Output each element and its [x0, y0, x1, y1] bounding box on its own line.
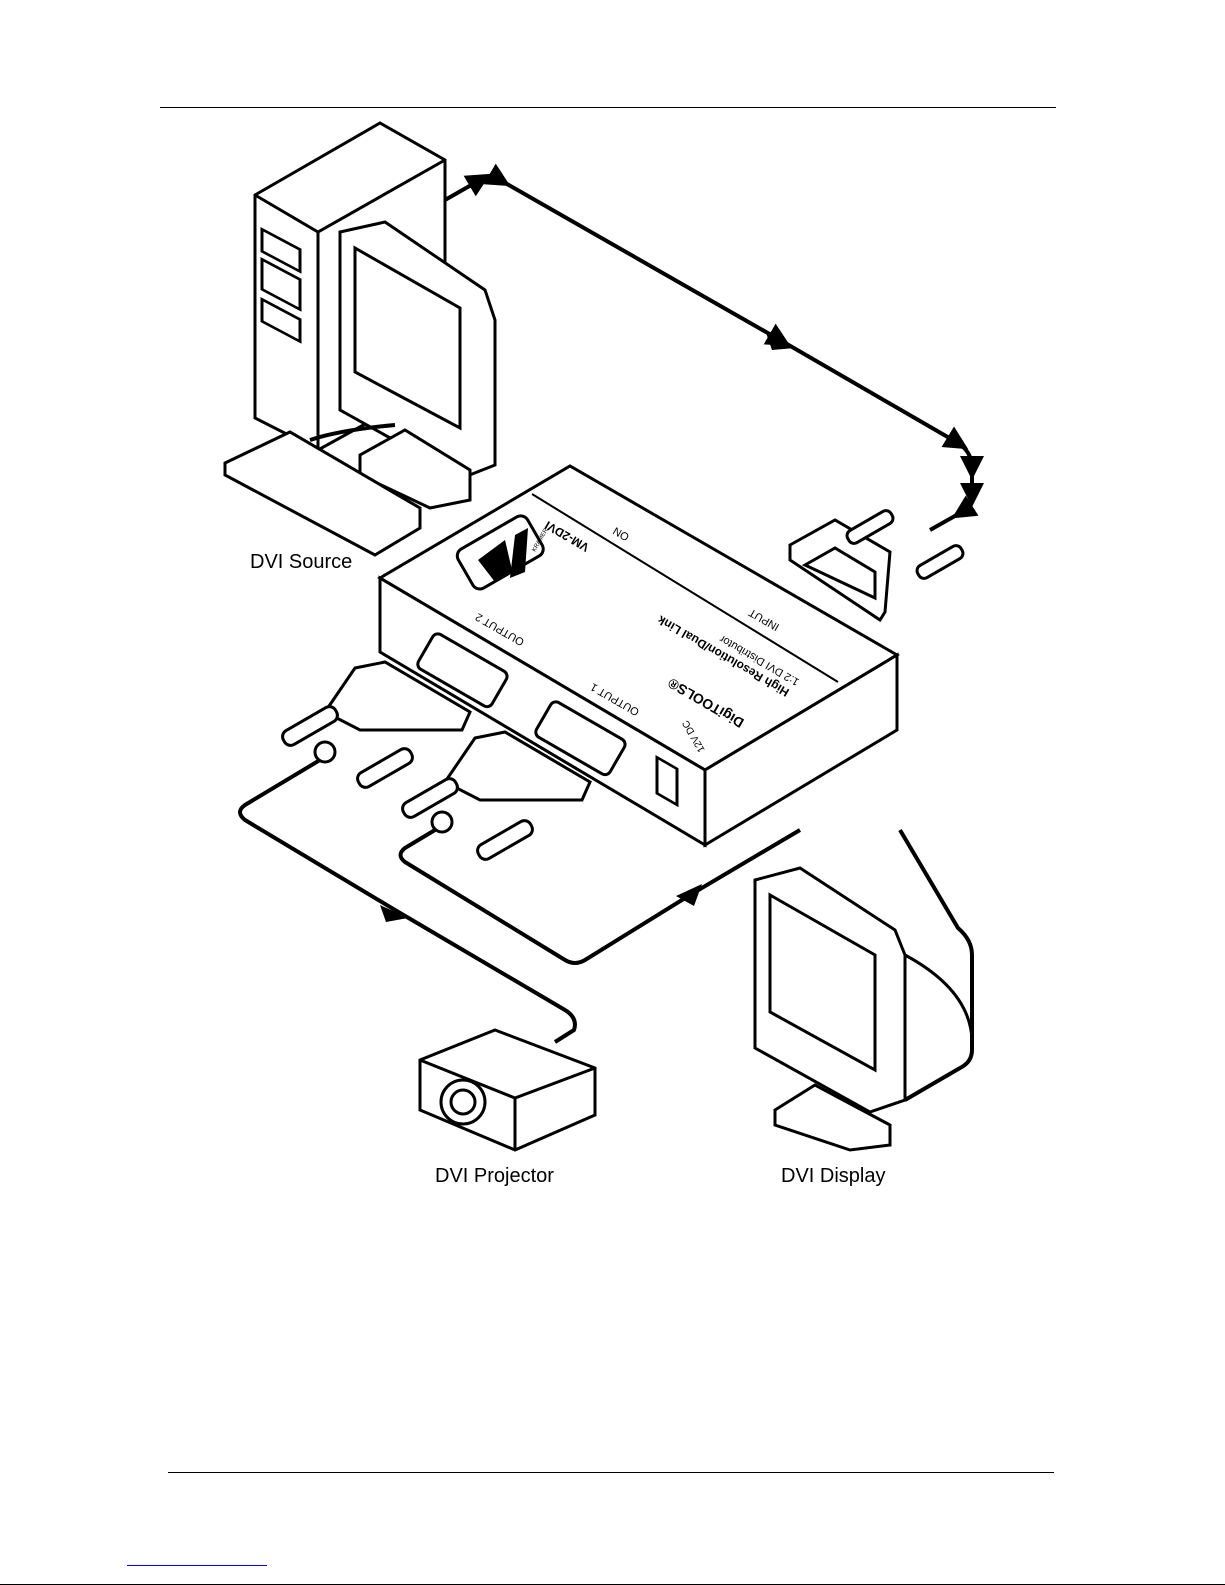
- output2-cable: [238, 758, 577, 1044]
- output2-connector-icon: [281, 660, 472, 789]
- direction-arrows: [380, 330, 795, 922]
- caption-dvi-projector: DVI Projector: [435, 1165, 554, 1187]
- output1-connector-icon: [401, 730, 592, 861]
- input-connector-icon: [788, 509, 965, 623]
- arrow-icon: [765, 330, 795, 350]
- projector-icon: [418, 1028, 597, 1152]
- footer-link-underline[interactable]: [127, 1565, 267, 1566]
- source-monitor-icon: [223, 220, 497, 557]
- dvi-port-output2: [416, 632, 509, 709]
- arrow-icon: [380, 905, 408, 922]
- caption-dvi-display: DVI Display: [781, 1165, 885, 1187]
- output1-cable: [398, 828, 802, 965]
- cables: [238, 163, 985, 1102]
- caption-dvi-source: DVI Source: [250, 551, 352, 573]
- arrow-icon: [676, 884, 702, 906]
- vm-2dvi-device: VM-2DVI KRAMER ON INPUT High Resolution/…: [377, 464, 900, 848]
- keyboard-icon: [223, 430, 422, 557]
- footer-rule: [168, 1472, 1054, 1473]
- power-jack-icon: [655, 754, 679, 808]
- device-side: [703, 652, 899, 848]
- dvi-port-output1: [534, 700, 627, 777]
- header-rule: [160, 107, 1056, 108]
- display-monitor-icon: [753, 866, 974, 1152]
- input-cable: [444, 163, 985, 532]
- display-cable: [898, 828, 974, 1102]
